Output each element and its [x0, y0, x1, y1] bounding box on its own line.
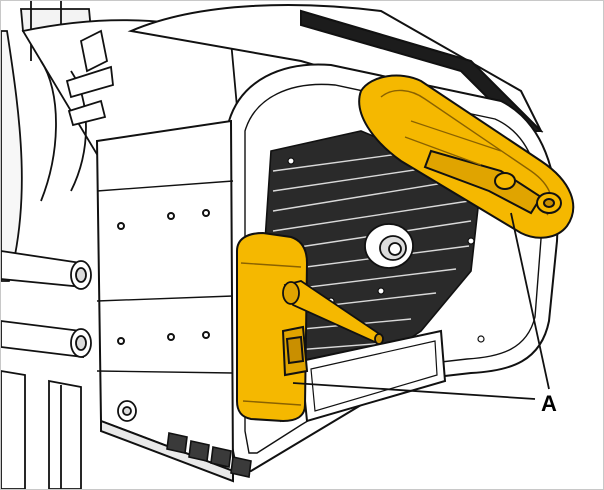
- shaft-stubs: [1, 250, 137, 422]
- callout-leaders: [292, 212, 550, 400]
- callout-label-a: A: [541, 391, 557, 416]
- top-cover-highlighted: [358, 74, 575, 239]
- cone-fitting: [282, 280, 384, 345]
- left-drum-assembly: [1, 1, 242, 282]
- side-box-highlighted: [236, 231, 309, 423]
- center-hub: [364, 223, 414, 269]
- support-posts: [1, 370, 82, 489]
- bottom-connectors: [166, 432, 252, 478]
- cooling-fins: [260, 130, 485, 423]
